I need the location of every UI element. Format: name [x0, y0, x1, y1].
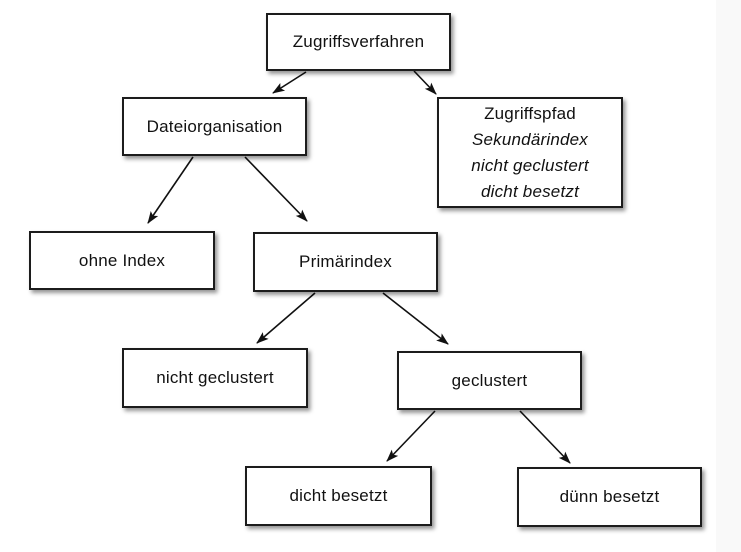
edge-primaerindex-nicht-geclustert — [256, 292, 316, 344]
edge-primaerindex-geclustert — [382, 292, 449, 345]
node-geclustert: geclustert — [397, 351, 582, 410]
node-zugriffsverfahren: Zugriffsverfahren — [266, 13, 451, 71]
node-label: Dateiorganisation — [146, 116, 283, 136]
edge-zugriffsverfahren-zugriffspfad — [413, 70, 437, 95]
node-primaerindex: Primärindex — [253, 232, 438, 292]
edge-zugriffsverfahren-dateiorganisation — [272, 71, 307, 94]
node-label: Zugriffsverfahren — [292, 32, 425, 51]
node-zugriffspfad: Zugriffspfad Sekundärindex nicht geclust… — [437, 97, 623, 208]
node-label: geclustert — [451, 370, 528, 390]
node-label: nicht geclustert — [156, 368, 274, 387]
edge-dateiorganisation-ohne-index — [147, 156, 194, 224]
node-nicht-geclustert: nicht geclustert — [122, 348, 308, 408]
node-label: Primärindex — [299, 252, 392, 271]
node-dicht-besetzt: dicht besetzt — [245, 466, 432, 526]
node-label: ohne Index — [78, 250, 166, 270]
node-duenn-besetzt: dünn besetzt — [517, 467, 702, 527]
right-edge-strip — [716, 0, 741, 552]
node-label: dicht besetzt — [289, 486, 388, 505]
edge-geclustert-dicht-besetzt — [386, 410, 436, 462]
node-ohne-index: ohne Index — [29, 231, 215, 290]
node-line: Zugriffspfad — [484, 103, 576, 123]
node-line: nicht geclustert — [471, 155, 589, 175]
node-line: dicht besetzt — [480, 181, 580, 201]
node-line: Sekundärindex — [471, 129, 588, 149]
edge-dateiorganisation-primaerindex — [244, 156, 308, 222]
node-label: dünn besetzt — [559, 487, 660, 506]
node-dateiorganisation: Dateiorganisation — [122, 97, 307, 156]
edge-geclustert-duenn-besetzt — [519, 410, 571, 464]
